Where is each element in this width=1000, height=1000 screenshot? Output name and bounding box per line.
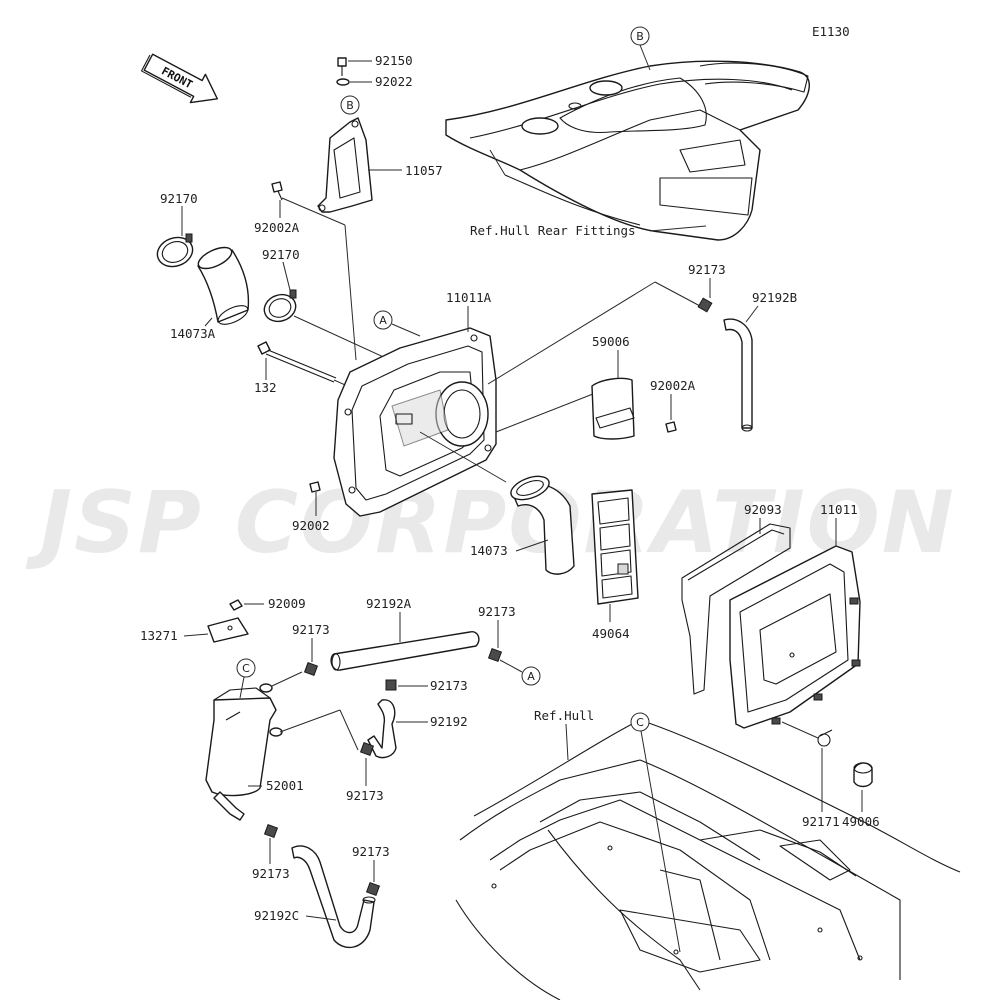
- cap-49006: [853, 762, 873, 788]
- label-11057: 11057: [405, 163, 443, 178]
- label-13271: 13271: [140, 628, 178, 643]
- screw-92009: [229, 599, 243, 611]
- label-92002a-mid: 92002A: [650, 378, 696, 393]
- diagram-code: E1130: [812, 24, 850, 39]
- label-92192c: 92192C: [254, 908, 299, 923]
- grille-49064: [591, 489, 639, 605]
- clamp-92173-d: [359, 741, 375, 757]
- callout-a-bottom-text: A: [527, 670, 535, 683]
- bolt-132: [257, 341, 337, 383]
- label-52001: 52001: [266, 778, 304, 793]
- label-92009: 92009: [268, 596, 306, 611]
- watermark: JSP CORPORATION: [25, 473, 956, 573]
- clamp-92173-e: [263, 823, 279, 839]
- washer-92022: [336, 78, 350, 86]
- label-11011a: 11011A: [446, 290, 492, 305]
- bolt-92002-left: [309, 481, 321, 493]
- label-92192a: 92192A: [366, 596, 412, 611]
- bolt-92150: [337, 57, 347, 76]
- callout-a-bottom: A: [521, 666, 541, 686]
- label-132: 132: [254, 380, 277, 395]
- clamp-92173-b: [487, 647, 503, 663]
- bracket-13271: [207, 617, 249, 643]
- label-92150: 92150: [375, 53, 413, 68]
- bracket-11057: [317, 117, 373, 213]
- callout-b-top-text: B: [636, 30, 644, 43]
- bolt-92002a-top: [271, 181, 283, 201]
- hose-92192: [367, 699, 397, 759]
- elbow-duct-14073: [510, 475, 575, 575]
- label-92171: 92171: [802, 814, 840, 829]
- label-14073: 14073: [470, 543, 508, 558]
- intake-duct-14073a: [197, 246, 250, 325]
- label-92192: 92192: [430, 714, 468, 729]
- label-92173-a: 92173: [292, 622, 330, 637]
- separator-52001: [205, 683, 283, 821]
- air-box-cover-11011a: [333, 327, 497, 517]
- label-92002a-top: 92002A: [254, 220, 300, 235]
- watermark-text: JSP CORPORATION: [25, 473, 956, 573]
- callout-a-top: A: [373, 310, 421, 337]
- callout-a-top-text: A: [379, 314, 387, 327]
- label-92022: 92022: [375, 74, 413, 89]
- hose-band-92170-a: [156, 233, 194, 268]
- callout-c-right: C: [630, 712, 681, 953]
- callout-b-left-text: B: [346, 99, 354, 112]
- bolt-92002a-mid: [665, 421, 677, 433]
- ref-hull-label: Ref.Hull: [534, 708, 594, 723]
- label-92173-e: 92173: [252, 866, 290, 881]
- label-49064: 49064: [592, 626, 630, 641]
- label-11011: 11011: [820, 502, 858, 517]
- hose-92192b: [723, 318, 753, 432]
- callout-b-left: B: [340, 95, 360, 115]
- label-92002-left: 92002: [292, 518, 330, 533]
- label-92093: 92093: [744, 502, 782, 517]
- plate-59006: [591, 377, 635, 440]
- label-59006: 59006: [592, 334, 630, 349]
- callout-b-top: B: [630, 26, 651, 71]
- gasket-92093: [681, 523, 791, 695]
- label-92173-d: 92173: [346, 788, 384, 803]
- front-arrow-icon: FRONT: [140, 53, 219, 104]
- label-14073a: 14073A: [170, 326, 216, 341]
- hull-rear-fittings-drawing: [445, 60, 810, 241]
- label-92170-a: 92170: [160, 191, 198, 206]
- callout-c-right-text: C: [636, 716, 644, 729]
- ref-hull-rear-fittings-label: Ref.Hull Rear Fittings: [470, 223, 636, 238]
- label-92170-b: 92170: [262, 247, 300, 262]
- label-92192b: 92192B: [752, 290, 797, 305]
- hose-92192a: [330, 631, 480, 671]
- callout-c-left: C: [236, 658, 256, 699]
- hose-band-92170-b: [263, 289, 297, 323]
- callout-c-left-text: C: [242, 662, 250, 675]
- clamp-92173-a: [303, 661, 319, 677]
- hose-92192c: [291, 845, 376, 949]
- clamp-92173-c: [385, 679, 397, 691]
- clip-92171: [817, 729, 833, 747]
- air-box-11011: [729, 545, 861, 729]
- label-92173-b: 92173: [478, 604, 516, 619]
- label-92173-f: 92173: [352, 844, 390, 859]
- label-92173-top: 92173: [688, 262, 726, 277]
- hull-drawing: [455, 719, 961, 1000]
- clamp-92173-top: [697, 297, 713, 313]
- label-92173-c: 92173: [430, 678, 468, 693]
- clamp-92173-f: [365, 881, 381, 897]
